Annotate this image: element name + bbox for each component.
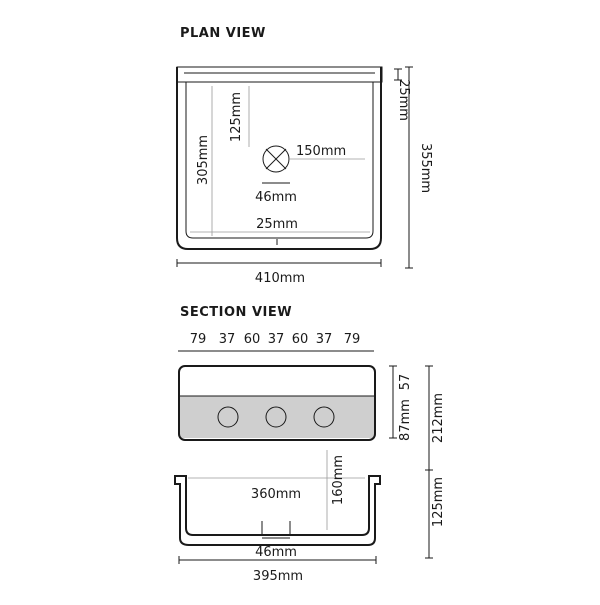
plan-label-46mm: 46mm — [255, 190, 297, 205]
plan-label-25mm-ledge: 25mm — [396, 79, 411, 121]
section-label-160mm: 160mm — [331, 455, 346, 505]
tap-hole-icon-middle — [265, 406, 287, 428]
section-top-dim-5: 60 — [292, 332, 309, 347]
plan-label-125mm: 125mm — [229, 92, 244, 142]
section-top-dim-4: 37 — [268, 332, 285, 347]
section-label-125mm: 125mm — [431, 477, 446, 527]
section-label-87mm: 87mm — [398, 399, 413, 441]
plan-label-150mm: 150mm — [296, 144, 346, 159]
plan-back-ledge — [176, 66, 383, 83]
plan-view: PLAN VIEW 125mm 150mm 305mm 46mm — [176, 26, 433, 286]
tap-hole-icon-left — [217, 406, 239, 428]
tap-hole-icon-right — [313, 406, 335, 428]
section-top-dim-1: 79 — [190, 332, 207, 347]
section-view: SECTION VIEW 79 37 60 37 60 37 79 — [174, 305, 446, 584]
section-front-band — [180, 396, 374, 438]
plan-outer-outline — [176, 67, 382, 250]
section-label-57: 57 — [398, 374, 413, 391]
section-view-title: SECTION VIEW — [180, 305, 292, 320]
section-label-212mm: 212mm — [431, 393, 446, 443]
plan-label-25mm-wall: 25mm — [256, 217, 298, 232]
plan-label-305mm: 305mm — [196, 135, 211, 185]
section-top-dim-2: 37 — [219, 332, 236, 347]
section-top-dim-7: 79 — [344, 332, 361, 347]
plan-label-355mm: 355mm — [418, 143, 433, 193]
section-top-dim-3: 60 — [244, 332, 261, 347]
plan-waste-cross-b — [265, 148, 287, 170]
plan-inner-bowl — [185, 82, 374, 239]
section-top-dim-6: 37 — [316, 332, 333, 347]
section-front-panel — [178, 365, 376, 441]
plan-waste-hole-icon — [262, 145, 290, 173]
plan-view-title: PLAN VIEW — [180, 26, 266, 41]
section-basin-profile — [174, 475, 381, 546]
section-label-360mm: 360mm — [251, 487, 301, 502]
plan-label-410mm: 410mm — [255, 271, 305, 286]
section-label-46mm: 46mm — [255, 545, 297, 560]
section-label-395mm: 395mm — [253, 569, 303, 584]
